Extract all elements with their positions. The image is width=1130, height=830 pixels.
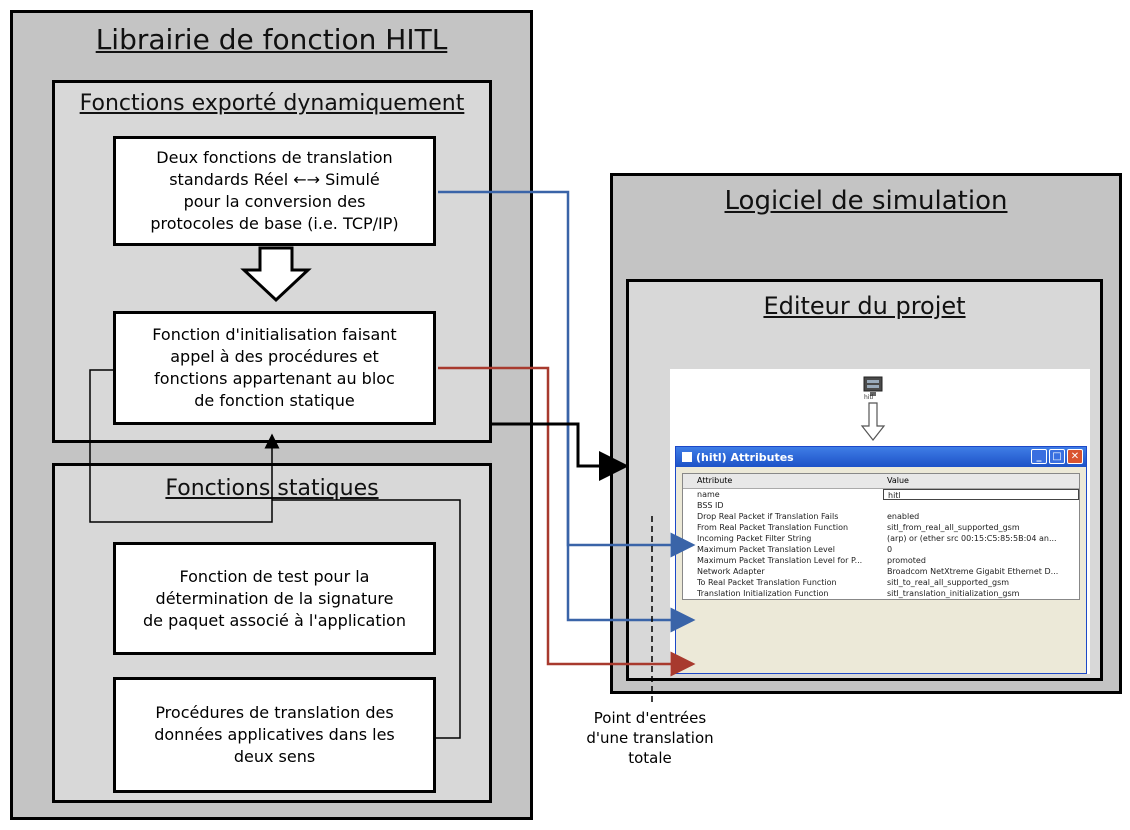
attributes-window: (hitl) Attributes _ □ ✕ Attribute Value … — [675, 446, 1087, 674]
blue-connector-to-real-2 — [566, 370, 696, 633]
black-feedback-left — [89, 369, 280, 523]
translation-functions-box: Deux fonctions de translation standards … — [113, 136, 436, 246]
table-row[interactable]: Drop Real Packet if Translation Fails ena… — [683, 511, 1079, 522]
attribute-value[interactable]: Broadcom NetXtreme Gigabit Ethernet D... — [887, 567, 1059, 576]
attribute-name: To Real Packet Translation Function — [697, 578, 837, 587]
table-row[interactable]: To Real Packet Translation Function sitl_… — [683, 577, 1079, 588]
hitl-node-label: hitl — [864, 394, 874, 401]
attribute-value[interactable]: sitl_to_real_all_supported_gsm — [887, 578, 1010, 587]
attribute-value[interactable]: (arp) or (ether src 00:15:C5:85:5B:04 an… — [887, 534, 1057, 543]
black-connector-editor — [492, 422, 629, 481]
project-editor-title: Editeur du projet — [763, 292, 966, 320]
hitl-node[interactable]: hitl — [862, 375, 884, 401]
attribute-name: Maximum Packet Translation Level for P..… — [697, 556, 863, 565]
attribute-value[interactable]: sitl_translation_initialization_gsm — [887, 589, 1020, 598]
translation-procedures-box: Procédures de translation des données ap… — [113, 677, 436, 793]
test-function-box: Fonction de test pour la détermination d… — [113, 542, 436, 655]
table-row[interactable]: name hitl — [683, 489, 1079, 500]
attribute-name: Incoming Packet Filter String — [697, 534, 812, 543]
table-row[interactable]: BSS ID — [683, 500, 1079, 511]
attribute-name: BSS ID — [697, 501, 724, 510]
table-row[interactable]: From Real Packet Translation Function sit… — [683, 522, 1079, 533]
col-value[interactable]: Value — [887, 476, 909, 485]
attribute-name: Maximum Packet Translation Level — [697, 545, 835, 554]
table-row[interactable]: Incoming Packet Filter String (arp) or (e… — [683, 533, 1079, 544]
library-title: Librairie de fonction HITL — [95, 23, 448, 56]
table-header: Attribute Value — [683, 474, 1079, 489]
close-button[interactable]: ✕ — [1067, 449, 1083, 464]
entry-point-annotation: Point d'entrées d'une translation totale — [586, 709, 714, 767]
table-row[interactable]: Network Adapter Broadcom NetXtreme Gigabi… — [683, 566, 1079, 577]
blue-connector-from-real — [438, 190, 696, 558]
attribute-name: From Real Packet Translation Function — [697, 523, 849, 532]
attribute-value[interactable]: hitl — [883, 489, 1079, 500]
table-row[interactable]: Maximum Packet Translation Level for P..… — [683, 555, 1079, 566]
attribute-name: Network Adapter — [697, 567, 765, 576]
hollow-down-arrow — [240, 246, 312, 303]
attribute-name: Drop Real Packet if Translation Fails — [697, 512, 839, 521]
down-arrow-icon — [860, 402, 886, 441]
black-feedback-right — [272, 499, 461, 739]
col-attribute[interactable]: Attribute — [697, 476, 733, 485]
maximize-button[interactable]: □ — [1049, 449, 1065, 464]
attribute-name: Translation Initialization Function — [697, 589, 829, 598]
minimize-button[interactable]: _ — [1031, 449, 1047, 464]
attribute-name: name — [697, 490, 720, 499]
attribute-value[interactable]: enabled — [887, 512, 920, 521]
table-row[interactable]: Maximum Packet Translation Level 0 — [683, 544, 1079, 555]
window-icon — [682, 452, 692, 462]
attribute-value[interactable]: promoted — [887, 556, 926, 565]
window-title: (hitl) Attributes — [696, 450, 794, 464]
window-titlebar: (hitl) Attributes _ □ ✕ — [676, 447, 1086, 467]
initialization-function-box: Fonction d'initialisation faisant appel … — [113, 311, 436, 425]
attribute-value[interactable]: 0 — [887, 545, 893, 554]
network-node-icon — [863, 376, 883, 396]
simulation-title: Logiciel de simulation — [724, 186, 1008, 216]
table-row[interactable]: Translation Initialization Function sitl_… — [683, 588, 1079, 599]
attribute-value[interactable]: sitl_from_real_all_supported_gsm — [887, 523, 1020, 532]
red-connector-init — [438, 366, 696, 677]
dynamic-functions-title: Fonctions exporté dynamiquement — [79, 91, 465, 116]
